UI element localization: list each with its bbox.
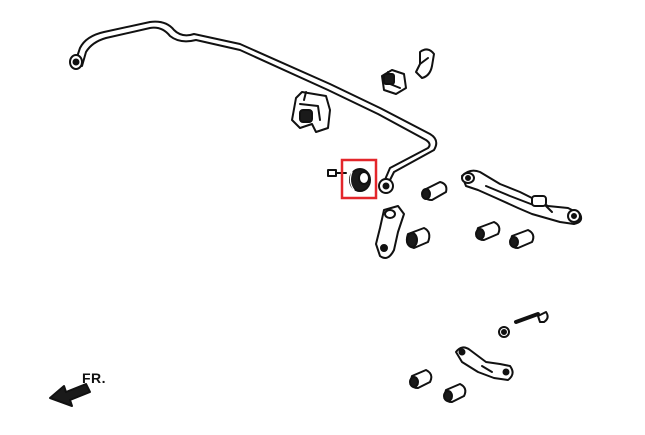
large-bushing (405, 227, 431, 249)
trailing-link (375, 205, 405, 259)
bar-mount-bracket (291, 91, 331, 133)
stabilizer-bushing (349, 168, 371, 192)
lower-control-arm (461, 169, 583, 225)
upper-bushing (381, 69, 407, 95)
link-bolt (327, 169, 347, 177)
cylinder-bushing-upper (421, 181, 448, 201)
highlight-frame (340, 158, 378, 200)
stabilizer-bar (69, 20, 438, 194)
cylinder-bushing-pair (475, 221, 535, 249)
arm-bolt (498, 311, 549, 338)
bracket-clip (415, 48, 435, 79)
bottom-bushings (409, 369, 467, 403)
lower-link-arm (455, 346, 514, 381)
direction-label: FR. (82, 370, 107, 386)
front-direction-arrow (49, 383, 91, 407)
